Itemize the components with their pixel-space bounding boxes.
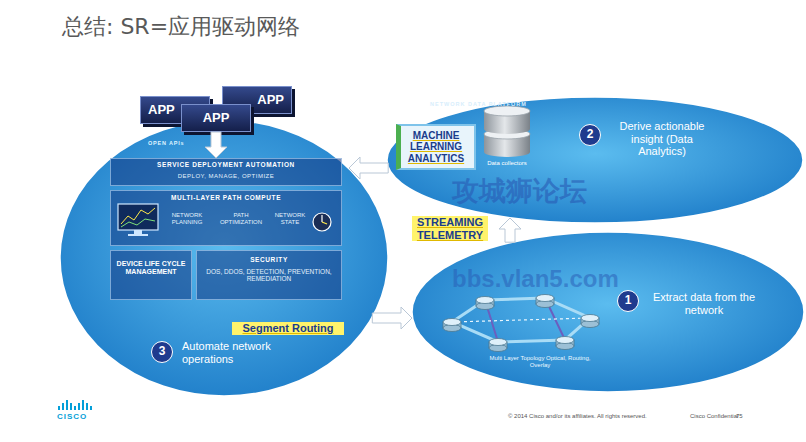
topology-caption: Multi Layer Topology Optical, Routing, O… [480,355,600,369]
footer-note: © 2014 Cisco and/or its affiliates. All … [508,413,647,420]
api-label: OPEN APIs [148,140,184,146]
app-label: APP [148,103,202,118]
function-band: SERVICE DEPLOYMENT AUTOMATION DEPLOY, MAN… [110,158,342,186]
slide-title: 总结: SR=应用驱动网络 [62,14,300,39]
flow-arrow [372,307,412,329]
band-title: DEVICE LIFE CYCLE MANAGEMENT [112,260,190,276]
watermark: bbs.vlan5.com [452,265,619,293]
app-box: APP [181,104,251,132]
band-title: SECURITY [198,256,340,263]
step-description: Extract data from the network [648,291,760,316]
network-ellipse: Extract data from the networkMulti Layer… [410,230,806,394]
callout-number: 3 [151,345,173,359]
platform-heading: NETWORK DATA PLATFORM [430,101,580,107]
flow-arrow [499,218,521,242]
network-ellipse-shape [410,230,806,394]
edge-label: Segment Routing [232,322,344,335]
band-cell: NETWORK STATE [270,212,310,226]
callout-number: 2 [579,124,601,146]
step-description: Automate network operations [182,340,302,365]
app-box: APP [222,86,292,114]
page-number: 75 [736,413,743,420]
band-title: SERVICE DEPLOYMENT AUTOMATION [112,161,340,168]
app-box: APP [140,96,210,124]
callout-number: 3 [151,341,173,363]
app-label: APP [181,111,251,126]
callout-number: 1 [617,294,639,308]
database-label: Data collectors [480,160,534,167]
analytics-label: MACHINE LEARNING ANALYTICS [396,130,476,165]
function-band: DEVICE LIFE CYCLE MANAGEMENT [110,250,192,300]
logo-text: CISCO [57,412,87,421]
function-band: SECURITY DOS, DDOS, DETECTION, PREVENTION… [196,250,342,300]
callout-number: 1 [617,290,639,312]
band-cell: NETWORK PLANNING [162,212,212,226]
database-cylinder: Data collectors [480,104,534,176]
callout-number: 2 [579,128,601,142]
data-platform-ellipse: NETWORK DATA PLATFORM Derive actionable i… [385,95,805,225]
cisco-logo [58,400,92,410]
band-body: DOS, DDOS, DETECTION, PREVENTION, REMEDI… [200,268,338,283]
watermark: 攻城狮论坛 [452,178,587,205]
edge-label: STREAMING TELEMETRY [412,216,488,241]
analytics-box: MACHINE LEARNING ANALYTICS [396,124,476,170]
footer-note: Cisco Confidential [690,413,738,420]
automation-ellipse: Automate network operations SERVICE DEPLO… [58,118,390,398]
function-band: MULTI-LAYER PATH COMPUTE NETWORK PLANNING… [110,190,342,246]
band-title: MULTI-LAYER PATH COMPUTE [112,194,340,201]
app-label: APP [230,93,284,108]
band-body: DEPLOY, MANAGE, OPTIMIZE [112,173,340,180]
clock-icon [313,213,331,231]
band-cell: PATH OPTIMIZATION [212,212,270,226]
step-description: Derive actionable insight (Data Analytic… [612,120,712,158]
